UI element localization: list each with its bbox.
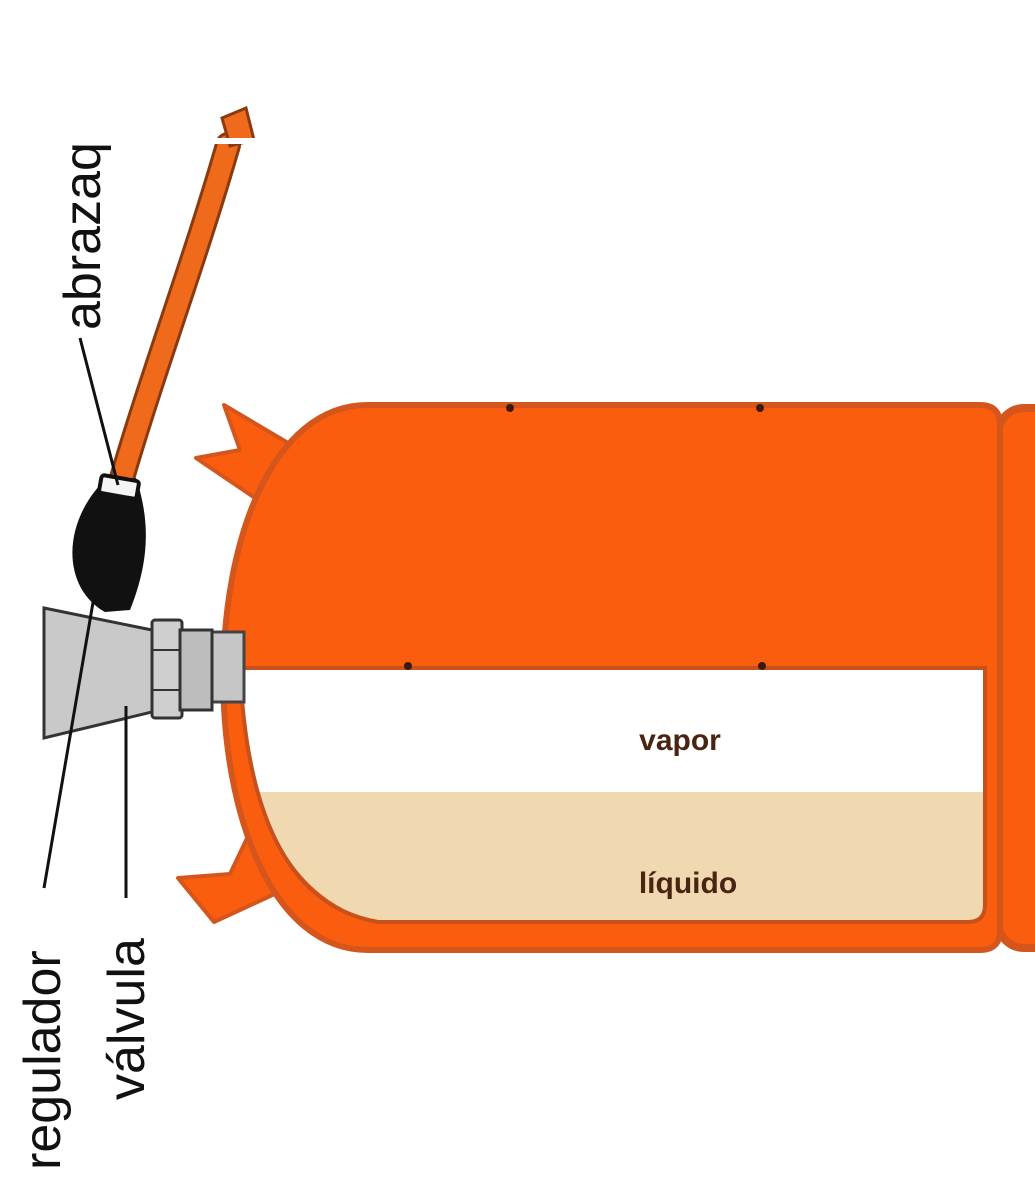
liquid-region	[258, 792, 985, 922]
abrazadera-leader	[78, 337, 120, 486]
chamber-outline	[238, 666, 987, 924]
liquido-label: líquido	[639, 867, 737, 900]
leader-lines	[42, 337, 128, 898]
abrazadera-label: abrazaq	[54, 142, 112, 330]
hose-clamp-icon	[72, 473, 146, 612]
regulator-icon	[42, 606, 154, 740]
valve-icon	[42, 606, 246, 740]
vapor-label: vapor	[639, 724, 721, 757]
valvula-label: válvula	[98, 938, 156, 1100]
vapor-region	[240, 668, 985, 792]
gas-hose-icon	[107, 105, 265, 498]
regulador-label: regulador	[14, 950, 72, 1170]
regulador-leader	[42, 584, 98, 889]
second-cylinder-edge	[994, 404, 1035, 952]
gas-cylinder-icon	[220, 402, 1003, 953]
